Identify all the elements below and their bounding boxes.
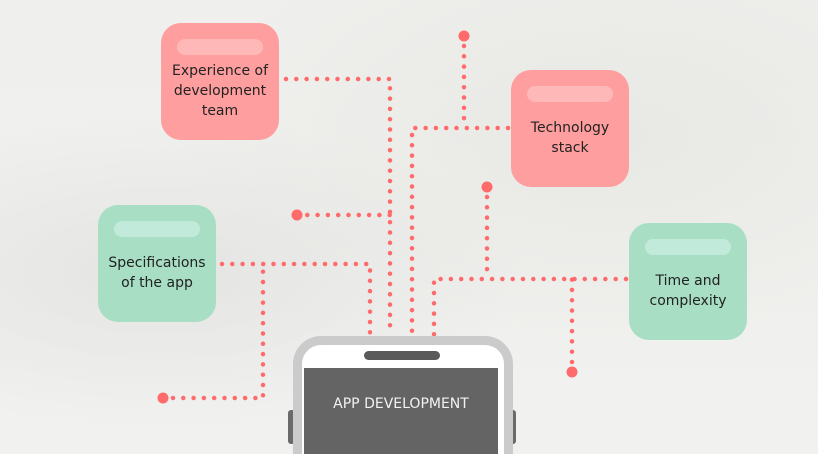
factor-label: Experience of development team xyxy=(171,62,269,119)
connector-specs xyxy=(219,261,373,338)
factor-specifications: Specifications of the app xyxy=(98,205,216,322)
phone-speaker xyxy=(364,351,440,360)
endpoint-dot xyxy=(458,30,470,42)
connector-dot-b xyxy=(170,261,266,401)
factor-technology: Technology stack xyxy=(511,70,629,187)
phone-side-button xyxy=(288,410,295,444)
endpoint-dot xyxy=(291,209,303,221)
factor-time: Time and complexity xyxy=(629,223,747,340)
factor-label: Specifications of the app xyxy=(108,254,206,291)
phone-screen: APP DEVELOPMENT xyxy=(304,368,498,454)
endpoint-dot xyxy=(481,181,493,193)
factor-experience: Experience of development team xyxy=(161,23,279,140)
factor-label: Technology stack xyxy=(530,119,610,156)
phone-illustration: APP DEVELOPMENT xyxy=(293,336,513,454)
connector-experience xyxy=(283,76,393,338)
connector-time xyxy=(431,276,629,338)
center-label: APP DEVELOPMENT xyxy=(333,396,469,412)
connector-tech xyxy=(409,125,511,338)
factor-label: Time and complexity xyxy=(649,272,727,309)
endpoint-dot xyxy=(157,392,169,404)
endpoint-dot xyxy=(566,366,578,378)
